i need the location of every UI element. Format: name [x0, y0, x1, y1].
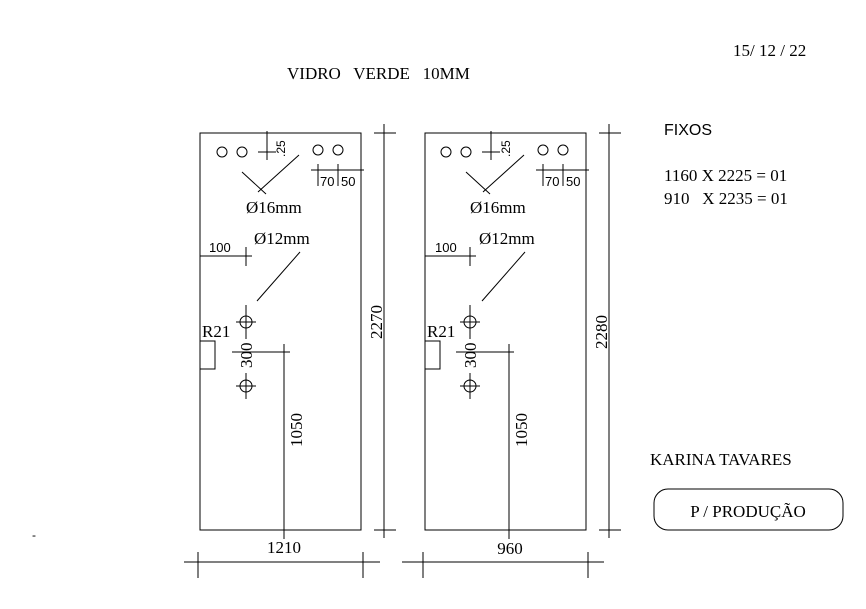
spacing-label-a: 70 [545, 174, 559, 189]
hole-spacing-label: 300 [237, 343, 256, 369]
leader-line [257, 154, 300, 193]
width-label: 1210 [267, 538, 301, 557]
bottom-offset-label: 1050 [287, 413, 306, 447]
hole-large-label: Ø16mm [246, 198, 302, 217]
hole-spacing-label: 300 [461, 343, 480, 369]
hole-circle [216, 146, 228, 158]
leader-line [482, 154, 525, 193]
radius-label: R21 [427, 322, 455, 341]
notes-line-1: 1160 X 2225 = 01 [664, 166, 787, 185]
top-offset-label: .25 [274, 140, 288, 157]
spacing-label-a: 70 [320, 174, 334, 189]
leader-line [241, 171, 267, 195]
top-offset-label: .25 [499, 140, 513, 157]
spacing-label-b: 50 [341, 174, 355, 189]
bottom-offset-label: 1050 [512, 413, 531, 447]
radius-label: R21 [202, 322, 230, 341]
stamp-label: P / PRODUÇÃO [690, 502, 806, 521]
notes-heading: FIXOS [664, 122, 712, 139]
hole-large-label: Ø16mm [470, 198, 526, 217]
date-label: 15/ 12 / 22 [733, 41, 806, 60]
hole-circle [236, 146, 248, 158]
hole-circle [557, 144, 569, 156]
hole-circle [440, 146, 452, 158]
height-label: 2270 [367, 305, 386, 339]
sheet-outline [424, 132, 587, 531]
hole-circle [312, 144, 324, 156]
corner-mark: - [32, 528, 36, 542]
glass-sheet-1: .25 70 50 Ø16mm 100 Ø12mm R21 300 1050 2… [184, 124, 396, 578]
glass-sheet-2: .25 70 50 Ø16mm 100 Ø12mm R21 300 1050 2… [402, 124, 621, 578]
drawing-title: VIDRO VERDE 10MM [287, 64, 470, 83]
notch-cutout [199, 340, 216, 370]
hole-circle [460, 146, 472, 158]
client-name: KARINA TAVARES [650, 450, 792, 469]
sheet-outline [199, 132, 362, 531]
leader-line [465, 171, 491, 195]
hole-circle [332, 144, 344, 156]
width-label: 960 [497, 539, 523, 558]
edge-offset-label: 100 [209, 240, 231, 255]
notes-line-2: 910 X 2235 = 01 [664, 189, 788, 208]
leader-line [481, 251, 526, 302]
hole-small-label: Ø12mm [254, 229, 310, 248]
spacing-label-b: 50 [566, 174, 580, 189]
leader-line [256, 251, 301, 302]
hole-small-label: Ø12mm [479, 229, 535, 248]
notch-cutout [424, 340, 441, 370]
hole-circle [537, 144, 549, 156]
stamp-frame [653, 488, 844, 531]
height-label: 2280 [592, 315, 611, 349]
edge-offset-label: 100 [435, 240, 457, 255]
